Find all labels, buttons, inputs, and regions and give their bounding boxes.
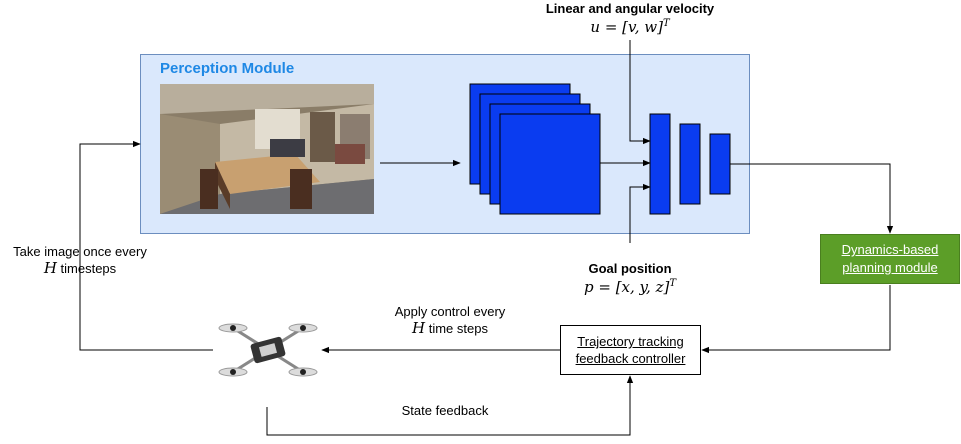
apply-control-label: Apply control every H time steps bbox=[394, 304, 506, 337]
drone-image bbox=[218, 323, 318, 377]
dense-layer-2 bbox=[679, 123, 701, 205]
state-feedback-label: State feedback bbox=[401, 403, 489, 418]
feature-map-4 bbox=[499, 113, 601, 215]
take-image-label: Take image once every H timesteps bbox=[13, 244, 147, 277]
arrow-planning-to-tracking bbox=[701, 285, 891, 354]
arrow-drone-to-image bbox=[79, 140, 213, 351]
goal-formula: p = [x, y, z]T bbox=[584, 278, 676, 296]
dense-layer-1 bbox=[649, 113, 671, 215]
planning-line-1: Dynamics-based bbox=[841, 242, 939, 257]
arrow-velocity-to-dense bbox=[629, 40, 651, 145]
arrow-state-feedback bbox=[266, 375, 634, 436]
perception-module-title: Perception Module bbox=[160, 60, 295, 77]
velocity-formula: u = [v, w]T bbox=[590, 18, 670, 36]
dense-layer-3 bbox=[709, 133, 731, 195]
planning-module-box: Dynamics-based planning module bbox=[820, 234, 960, 284]
arrow-goal-to-dense bbox=[629, 183, 651, 243]
tracking-line-2: feedback controller bbox=[575, 351, 686, 366]
tracking-controller-box: Trajectory tracking feedback controller bbox=[560, 325, 701, 375]
goal-label: Goal position bbox=[588, 261, 672, 276]
planning-line-2: planning module bbox=[842, 260, 938, 275]
arrow-dense-to-planning bbox=[730, 163, 894, 234]
room-camera-image bbox=[160, 84, 374, 214]
tracking-line-1: Trajectory tracking bbox=[577, 334, 684, 349]
velocity-label: Linear and angular velocity bbox=[545, 1, 715, 16]
